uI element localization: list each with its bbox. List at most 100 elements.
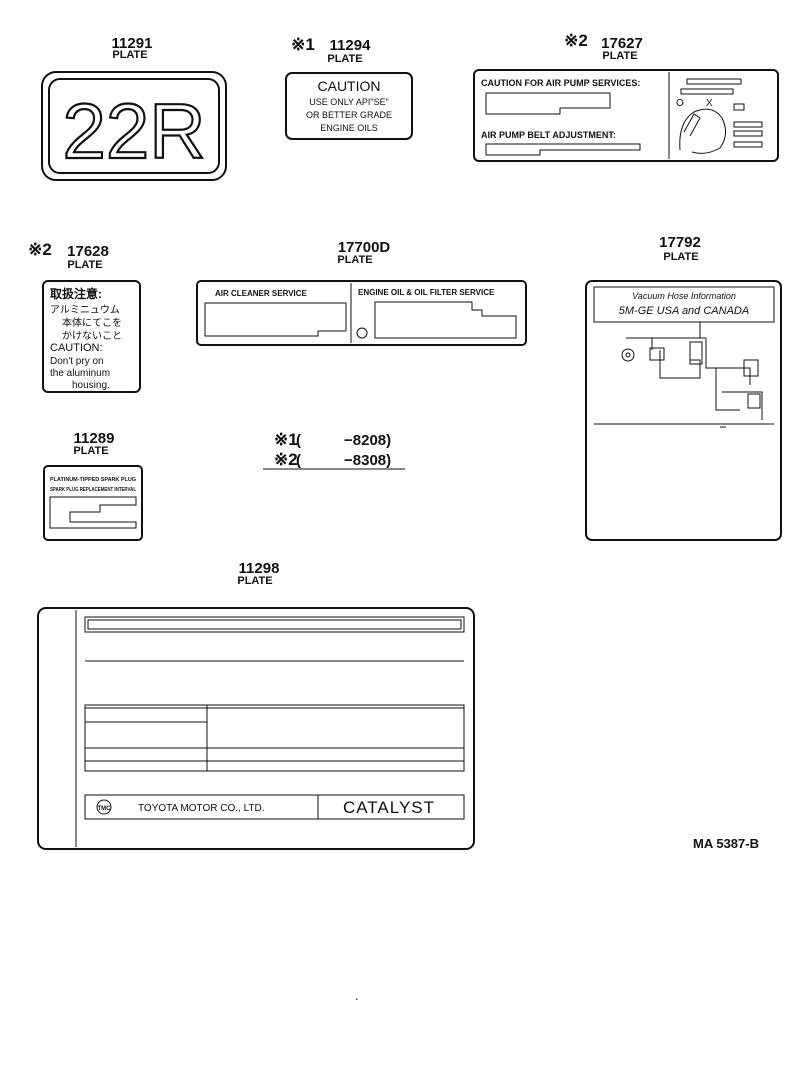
- part-11298: 11298 PLATE TMC TOYOTA MOTOR CO., LTD. C…: [37, 560, 475, 850]
- text-placeholder: [204, 302, 347, 337]
- text-placeholder: [733, 103, 745, 111]
- caution-heading: CAUTION: [318, 78, 381, 94]
- vacuum-hose-line: [705, 338, 763, 420]
- caution-line: housing.: [72, 380, 110, 391]
- stray-dot: .: [355, 988, 359, 1003]
- toyota-logo-text: TMC: [98, 806, 112, 812]
- vacuum-valve: [743, 359, 759, 377]
- vacuum-hose-subtitle: 5M-GE USA and CANADA: [619, 305, 749, 317]
- vacuum-valve: [689, 341, 703, 365]
- air-pump-illustration: [679, 108, 726, 154]
- air-cleaner-service-text: AIR CLEANER SERVICE: [215, 289, 308, 298]
- header-box: [84, 616, 465, 633]
- part-number: 11294: [330, 37, 372, 54]
- part-number: 17792: [659, 234, 701, 251]
- spark-plug-line: SPARK PLUG REPLACEMENT INTERVAL: [50, 487, 137, 493]
- caution-line: OR BETTER GRADE: [306, 110, 392, 120]
- jp-caution-heading: 取扱注意:: [50, 286, 102, 301]
- plate-outline: [285, 72, 413, 140]
- oil-service-text: ENGINE OIL & OIL FILTER SERVICE: [358, 288, 495, 297]
- plate-label: PLATE: [602, 50, 637, 62]
- text-placeholder: [485, 143, 641, 156]
- note-open: (: [296, 452, 301, 469]
- header-inner-box: [87, 619, 462, 630]
- part-17700D: 17700D PLATE AIR CLEANER SERVICE ENGINE …: [196, 239, 527, 346]
- part-11294: ※1 11294 PLATE CAUTION USE ONLY API"SE" …: [285, 35, 413, 140]
- part-number: 11298: [239, 560, 280, 577]
- part-11289: 11289 PLATE PLATINUM-TIPPED SPARK PLUG S…: [43, 430, 143, 541]
- title-box: [593, 286, 775, 323]
- vacuum-valve: [649, 347, 665, 361]
- part-number: 11291: [112, 35, 153, 52]
- text-placeholder: [686, 78, 742, 85]
- plate-label: PLATE: [112, 49, 147, 61]
- note-mark: ※2: [564, 31, 588, 50]
- plate-label: PLATE: [237, 575, 272, 587]
- note-mark: ※2: [28, 240, 52, 259]
- spec-table: [84, 704, 465, 772]
- text-placeholder: [680, 88, 734, 95]
- caution-line: ENGINE OILS: [320, 123, 378, 133]
- part-number: 17628: [67, 243, 109, 260]
- vacuum-port-icon: [621, 348, 635, 362]
- ok-symbol: O: [676, 98, 684, 109]
- caution-heading: CAUTION:: [50, 342, 103, 354]
- company-name: TOYOTA MOTOR CO., LTD.: [138, 803, 265, 814]
- catalyst-label: CATALYST: [343, 798, 435, 817]
- part-number: 17627: [601, 35, 643, 52]
- plate-outline: [196, 280, 527, 346]
- plate-outline: [42, 280, 141, 393]
- plate-outline: [37, 607, 475, 850]
- note-mark: ※2: [274, 450, 298, 469]
- text-placeholder: [49, 496, 137, 529]
- plate-label: PLATE: [327, 53, 362, 65]
- note-open: (: [296, 432, 301, 449]
- plate-inner-outline: [48, 78, 220, 174]
- part-17627: ※2 17627 PLATE CAUTION FOR AIR PUMP SERV…: [473, 31, 779, 162]
- caution-line: Don't pry on: [50, 356, 104, 367]
- belt-adjustment-text: AIR PUMP BELT ADJUSTMENT:: [481, 130, 616, 140]
- caution-line: USE ONLY API"SE": [309, 97, 389, 107]
- plate-outline: [43, 465, 143, 541]
- note-mark: ※1: [274, 430, 298, 449]
- vacuum-hose-line: [626, 322, 706, 379]
- ng-symbol: X: [706, 98, 713, 109]
- footer-box: [84, 794, 465, 820]
- belt-illustration: [683, 113, 701, 137]
- text-placeholder: [733, 141, 763, 148]
- air-pump-service-text: CAUTION FOR AIR PUMP SERVICES:: [481, 78, 640, 88]
- vacuum-hose-title: Vacuum Hose Information: [632, 291, 736, 301]
- diagram-reference: MA 5387-B: [693, 836, 759, 851]
- part-number: 17700D: [338, 239, 391, 256]
- text-placeholder: [733, 130, 763, 137]
- text-placeholder: [374, 301, 517, 339]
- text-placeholder: [733, 121, 763, 128]
- plate-label: PLATE: [73, 445, 108, 457]
- text-placeholder: [485, 92, 611, 115]
- plate-outline: [41, 71, 227, 181]
- toyota-logo-icon: [96, 799, 112, 815]
- engine-badge-text: 22R: [62, 87, 205, 175]
- vacuum-valve: [747, 393, 761, 409]
- plate-label: PLATE: [663, 251, 698, 263]
- plate-outline: [585, 280, 782, 541]
- service-icon: [356, 327, 368, 339]
- note-mark: ※1: [291, 35, 315, 54]
- spark-plug-line: PLATINUM-TIPPED SPARK PLUG: [50, 477, 136, 483]
- part-number: 11289: [74, 430, 115, 447]
- part-17628: ※2 17628 PLATE 取扱注意: アルミニュウム 本体にてこを かけない…: [28, 240, 141, 393]
- jp-caution-line: アルミニュウム: [50, 304, 120, 316]
- plate-outline: [473, 69, 779, 162]
- note-text: −8308): [344, 452, 391, 469]
- part-11291: 11291 PLATE 22R: [41, 35, 227, 181]
- caution-line: the aluminum: [50, 368, 110, 379]
- note-text: −8208): [344, 432, 391, 449]
- plate-label: PLATE: [337, 254, 372, 266]
- jp-caution-line: かけないこと: [62, 330, 122, 342]
- part-17792: 17792 PLATE Vacuum Hose Information 5M-G…: [585, 234, 782, 541]
- jp-caution-line: 本体にてこを: [62, 316, 122, 329]
- vacuum-port-icon: [625, 352, 631, 358]
- plate-label: PLATE: [67, 259, 102, 271]
- model-notes: ※1 ( −8208) ※2 ( −8308): [263, 430, 405, 470]
